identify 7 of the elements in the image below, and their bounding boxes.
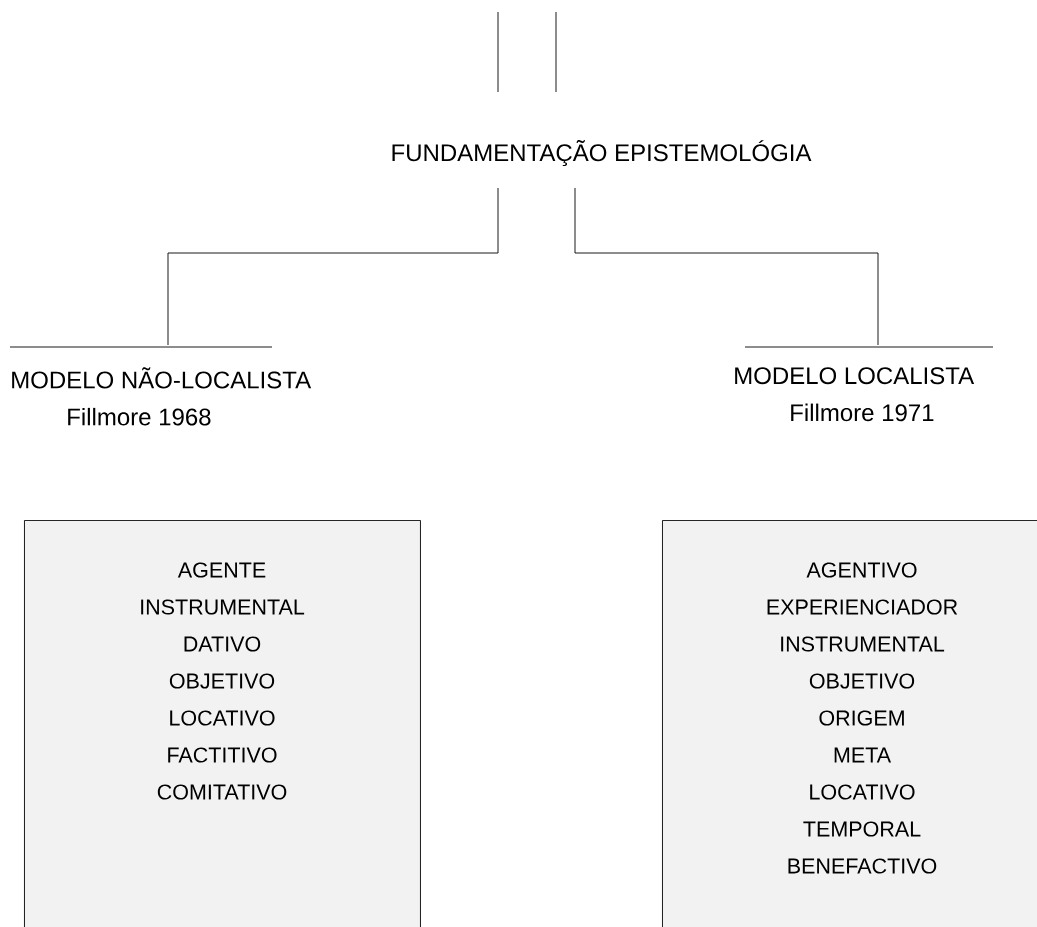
case-list-box: AGENTIVO EXPERIENCIADOR INSTRUMENTAL OBJETIVO ORIGEM META LOCATIVO TEMPORAL BENEFACTIVO — [662, 520, 1037, 927]
model-heading: MODELO LOCALISTA Fillmore 1971 — [735, 346, 994, 422]
connector-line — [167, 187, 499, 346]
heading-text: FUNDAMENTAÇÃO EPISTEMOLÓGIA — [392, 139, 812, 167]
model-heading: MODELO NÃO-LOCALISTA Fillmore 1968 — [9, 346, 312, 426]
case-list-box: AGENTE INSTRUMENTAL DATIVO OBJETIVO LOCATIVO FACTITIVO COMITATIVO — [24, 520, 421, 927]
connector-line — [574, 187, 879, 346]
